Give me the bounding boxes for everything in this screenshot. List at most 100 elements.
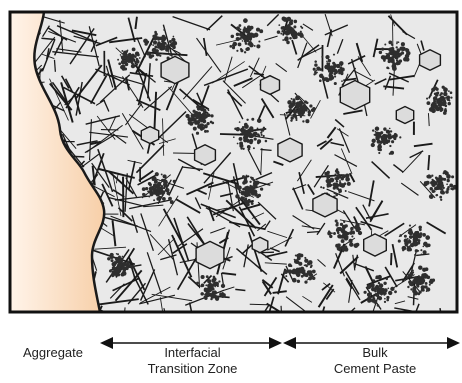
gel-cluster-dot	[329, 69, 334, 74]
gel-cluster-dot	[206, 275, 209, 278]
gel-cluster-dot	[315, 70, 317, 72]
gel-cluster-dot	[248, 31, 250, 33]
gel-cluster-dot	[341, 80, 343, 82]
gel-cluster-dot	[203, 111, 205, 113]
gel-cluster-dot	[244, 134, 249, 139]
gel-cluster-dot	[155, 172, 159, 176]
gel-cluster-dot	[332, 62, 335, 65]
gel-cluster-dot	[342, 227, 344, 229]
gel-cluster-dot	[378, 288, 381, 291]
gel-cluster-dot	[201, 114, 204, 117]
gel-cluster-dot	[149, 183, 152, 186]
gel-cluster-dot	[389, 128, 391, 130]
gel-cluster-dot	[335, 194, 338, 197]
itz-label-line2: Transition Zone	[100, 361, 285, 377]
gel-cluster-dot	[123, 62, 125, 64]
gel-cluster-dot	[295, 254, 297, 256]
gel-cluster-dot	[249, 191, 251, 193]
gel-cluster-dot	[436, 194, 438, 196]
gel-cluster-dot	[172, 41, 177, 46]
gel-cluster-dot	[120, 54, 122, 56]
needle-crystal	[428, 155, 429, 170]
gel-cluster-dot	[399, 234, 402, 237]
gel-cluster-dot	[162, 194, 164, 196]
gel-cluster-dot	[336, 229, 339, 232]
gel-cluster-dot	[235, 184, 239, 188]
gel-cluster-dot	[372, 279, 375, 282]
gel-cluster-dot	[439, 94, 441, 96]
needle-crystal	[260, 149, 271, 150]
gel-cluster-dot	[156, 197, 160, 201]
gel-cluster-dot	[309, 270, 312, 273]
gel-cluster-dot	[196, 116, 199, 119]
gel-cluster-dot	[378, 276, 381, 279]
gel-cluster-dot	[122, 256, 124, 258]
gel-cluster-dot	[289, 104, 293, 108]
gel-cluster-dot	[350, 227, 354, 231]
gel-cluster-dot	[429, 284, 431, 286]
gel-cluster-dot	[110, 259, 113, 262]
gel-cluster-dot	[248, 148, 250, 150]
gel-cluster-dot	[394, 133, 396, 135]
gel-cluster-dot	[337, 69, 341, 73]
gel-cluster-dot	[252, 179, 255, 182]
gel-cluster-dot	[289, 26, 292, 29]
gel-cluster-dot	[149, 186, 154, 191]
gel-cluster-dot	[426, 101, 430, 105]
gel-cluster-dot	[125, 266, 129, 270]
gel-cluster-dot	[422, 289, 425, 292]
gel-cluster-dot	[447, 179, 450, 182]
gel-cluster-dot	[142, 187, 146, 191]
gel-cluster-dot	[218, 280, 220, 282]
gel-cluster-dot	[355, 223, 359, 227]
gel-cluster-dot	[153, 40, 157, 44]
gel-cluster-dot	[378, 292, 380, 294]
gel-cluster-dot	[423, 242, 428, 247]
gel-cluster-dot	[449, 183, 453, 187]
gel-cluster-dot	[193, 127, 197, 131]
gel-cluster-dot	[172, 45, 176, 49]
gel-cluster-dot	[251, 193, 253, 195]
gel-cluster-dot	[440, 199, 442, 201]
gel-cluster-dot	[244, 123, 248, 127]
gel-cluster-dot	[246, 175, 248, 177]
gel-cluster-dot	[392, 66, 397, 71]
gel-cluster-dot	[414, 241, 418, 245]
gel-cluster-dot	[329, 235, 332, 238]
gel-cluster-dot	[417, 285, 420, 288]
gel-cluster-dot	[334, 75, 336, 77]
gel-cluster-dot	[356, 243, 360, 247]
gel-cluster-dot	[421, 253, 423, 255]
gel-cluster-dot	[436, 186, 440, 190]
gel-cluster-dot	[393, 52, 398, 57]
hexagonal-crystal	[161, 56, 189, 83]
gel-cluster-dot	[204, 115, 207, 118]
gel-cluster-dot	[294, 116, 297, 119]
gel-cluster-dot	[289, 37, 292, 40]
gel-cluster-dot	[131, 64, 135, 68]
gel-cluster-dot	[391, 56, 394, 59]
gel-cluster-dot	[159, 188, 163, 192]
gel-cluster-dot	[414, 254, 416, 256]
gel-cluster-dot	[240, 29, 242, 31]
gel-cluster-dot	[305, 265, 308, 268]
gel-cluster-dot	[250, 34, 253, 37]
gel-cluster-dot	[337, 246, 342, 251]
gel-cluster-dot	[166, 191, 170, 195]
gel-cluster-dot	[304, 280, 307, 283]
gel-cluster-dot	[384, 298, 386, 300]
gel-cluster-dot	[290, 119, 292, 121]
gel-cluster-dot	[283, 17, 288, 22]
gel-cluster-dot	[152, 44, 154, 46]
itz-label: Interfacial Transition Zone	[100, 345, 285, 377]
gel-cluster-dot	[379, 283, 384, 288]
gel-cluster-dot	[388, 52, 390, 54]
gel-cluster-dot	[308, 110, 312, 114]
gel-cluster-dot	[448, 90, 450, 92]
gel-cluster-dot	[238, 24, 241, 27]
gel-cluster-dot	[326, 62, 328, 64]
gel-cluster-dot	[396, 48, 400, 52]
gel-cluster-dot	[263, 127, 265, 129]
gel-cluster-dot	[334, 71, 338, 75]
